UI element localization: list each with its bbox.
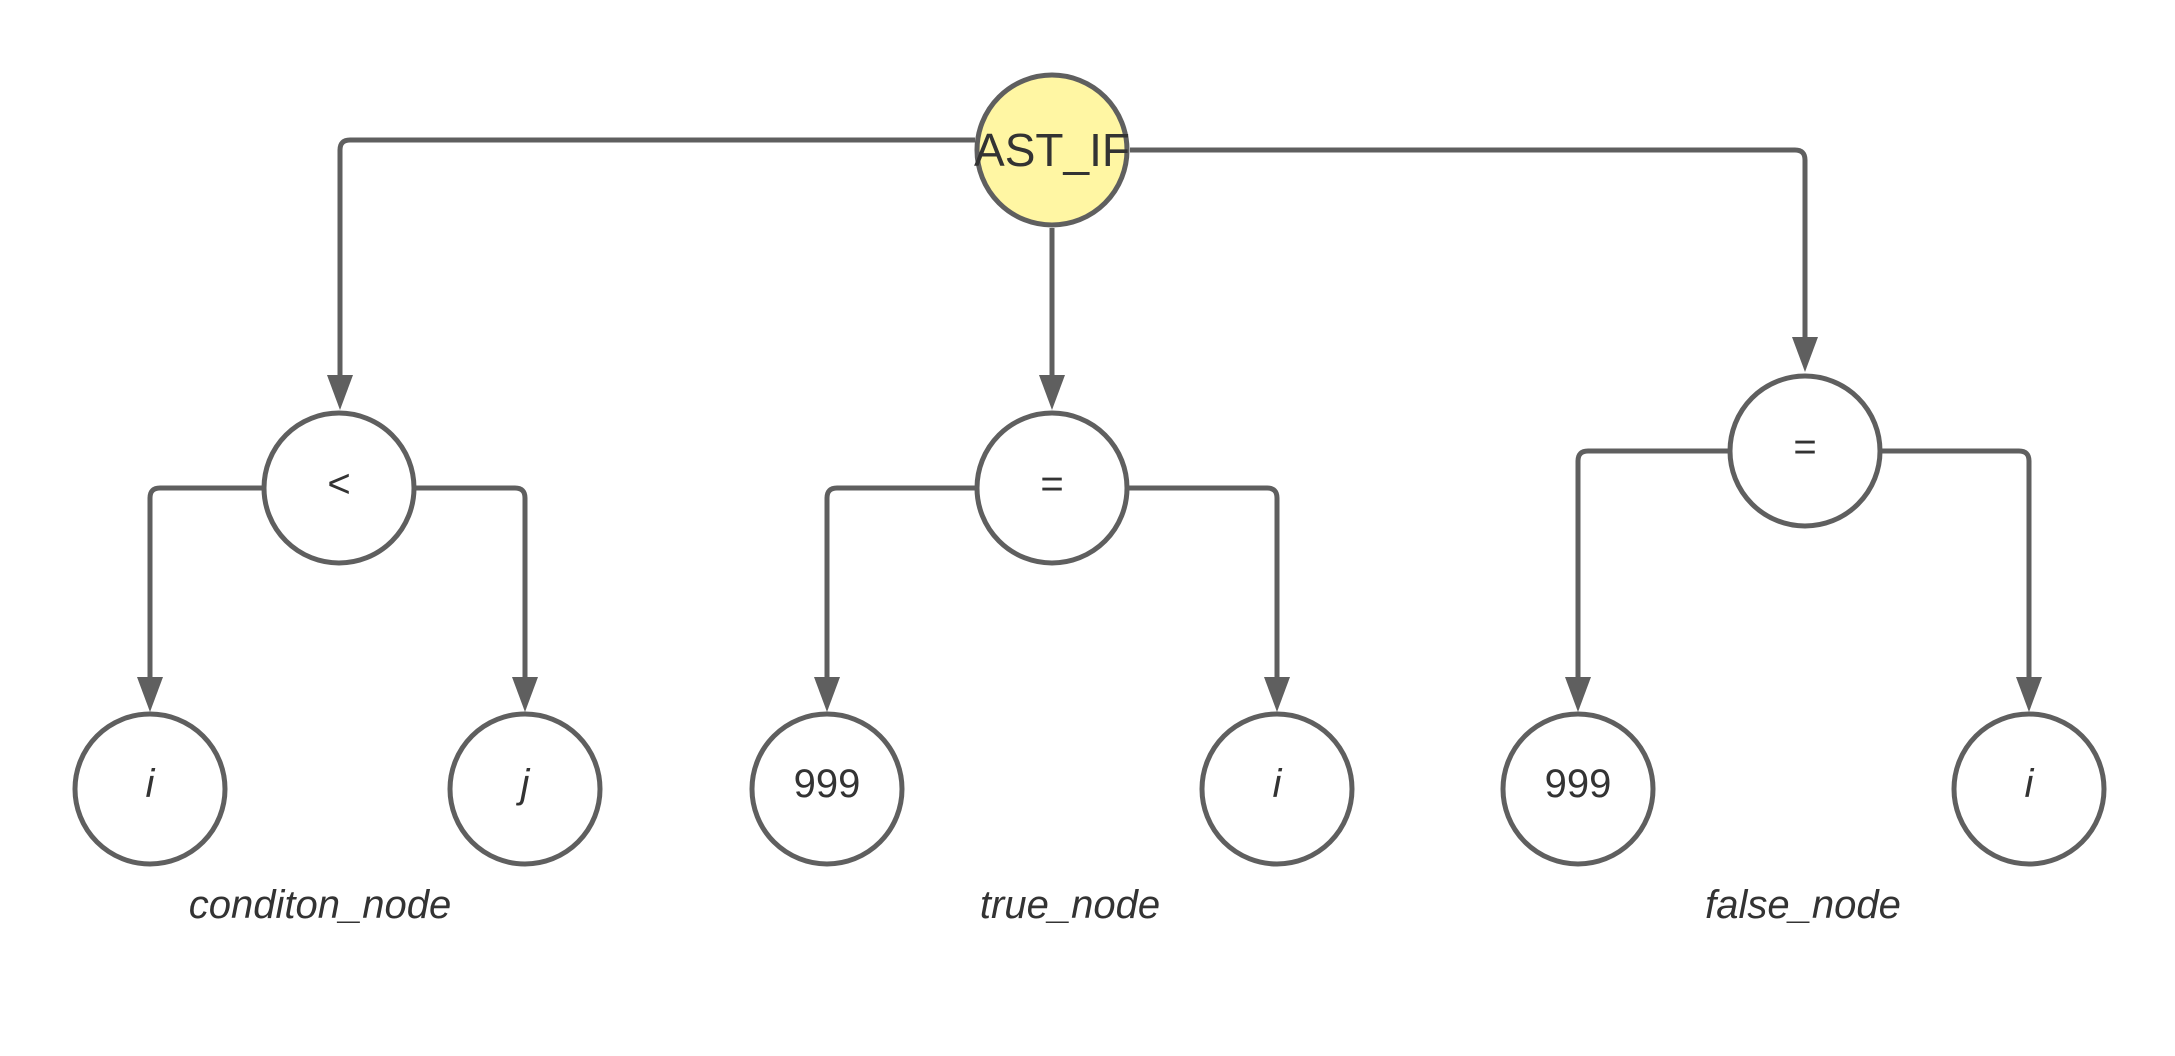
edge-false-to-right bbox=[1880, 448, 2032, 677]
arrowhead-true-left bbox=[814, 677, 840, 712]
node-true-right-label: i bbox=[1273, 762, 1283, 806]
caption-true-node: true_node bbox=[980, 883, 1160, 927]
node-false-op-label: = bbox=[1793, 425, 1816, 469]
arrowhead-false bbox=[1792, 337, 1818, 372]
arrowhead-condition bbox=[327, 375, 353, 410]
arrowhead-false-left bbox=[1565, 677, 1591, 712]
edge-true-to-left bbox=[824, 485, 977, 677]
node-condition-left: i bbox=[72, 711, 228, 867]
node-ast-if: AST_IF bbox=[974, 72, 1130, 228]
node-condition-op-label: < bbox=[327, 462, 350, 506]
node-false-op: = bbox=[1727, 373, 1883, 529]
arrowhead-true-right bbox=[1264, 677, 1290, 712]
arrowhead-true bbox=[1039, 375, 1065, 410]
node-true-op: = bbox=[974, 410, 1130, 566]
edge-condition-to-right bbox=[414, 485, 528, 677]
node-true-left: 999 bbox=[749, 711, 905, 867]
edge-false-to-left bbox=[1575, 448, 1730, 677]
node-ast-if-label: AST_IF bbox=[974, 124, 1130, 176]
arrowhead-false-right bbox=[2016, 677, 2042, 712]
node-true-right: i bbox=[1199, 711, 1355, 867]
node-false-left-label: 999 bbox=[1545, 762, 1612, 806]
caption-false-node: false_node bbox=[1705, 883, 1901, 927]
node-condition-right: j bbox=[447, 711, 603, 867]
arrowhead-condition-left bbox=[137, 677, 163, 712]
edge-condition-to-left bbox=[147, 485, 264, 677]
edge-root-to-condition bbox=[337, 137, 975, 375]
caption-condition-node: conditon_node bbox=[189, 883, 451, 927]
node-true-left-label: 999 bbox=[794, 762, 861, 806]
node-false-right-label: i bbox=[2025, 762, 2035, 806]
edge-root-to-false bbox=[1130, 147, 1808, 337]
node-condition-op: < bbox=[261, 410, 417, 566]
node-condition-left-label: i bbox=[146, 762, 156, 806]
node-true-op-label: = bbox=[1040, 462, 1063, 506]
arrowhead-condition-right bbox=[512, 677, 538, 712]
edge-true-to-right bbox=[1127, 485, 1280, 677]
node-false-left: 999 bbox=[1500, 711, 1656, 867]
node-false-right: i bbox=[1951, 711, 2107, 867]
